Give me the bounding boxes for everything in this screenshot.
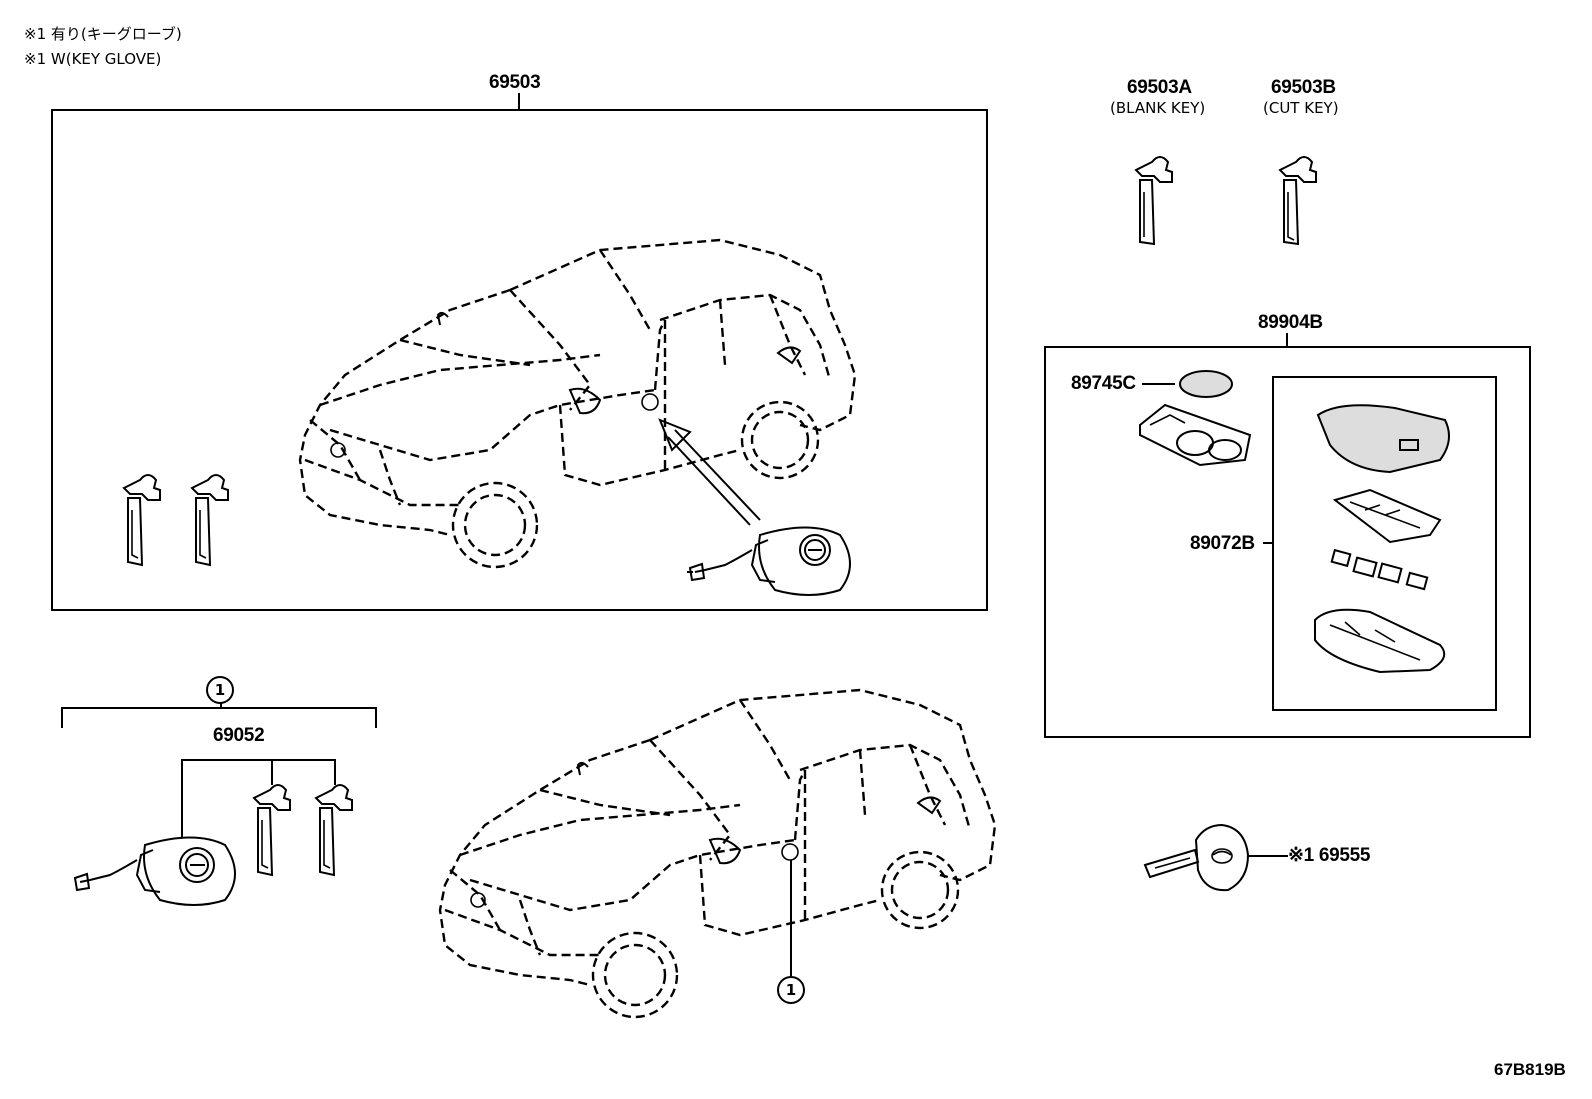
key-icon (252, 784, 291, 877)
note-line-en: ※1 W(KEY GLOVE) (24, 50, 162, 68)
part-label-89904b[interactable]: 89904B (1258, 312, 1323, 333)
key-icon (190, 474, 229, 567)
key-icon (314, 784, 353, 877)
remote-case-icon (1316, 404, 1450, 474)
key-icon (122, 474, 161, 567)
remote-case-icon (1332, 488, 1442, 544)
group-89904b-frame (1044, 333, 1531, 738)
part-label-69052[interactable]: 69052 (213, 725, 265, 746)
part-desc-cut-key: (CUT KEY) (1263, 99, 1339, 117)
gasket-plate-icon (1139, 403, 1252, 467)
part-label-69503b[interactable]: 69503B (1271, 77, 1336, 98)
part-label-69503a[interactable]: 69503A (1127, 77, 1192, 98)
group-69503-frame (51, 93, 988, 611)
key-icon (1278, 156, 1317, 246)
diagram-code: 67B819B (1494, 1060, 1566, 1079)
car-body-icon (438, 688, 997, 1019)
group-ref1-frame (61, 702, 377, 838)
part-label-69555[interactable]: ※1 69555 (1288, 845, 1371, 866)
key-glove-icon (1143, 823, 1288, 892)
lock-cylinder-icon (73, 836, 236, 906)
part-label-89072b[interactable]: 89072B (1190, 533, 1255, 554)
car-body-icon (298, 238, 857, 569)
part-desc-blank-key: (BLANK KEY) (1110, 99, 1206, 117)
note-line-jp: ※1 有り(キーグローブ) (24, 25, 182, 43)
part-label-69503[interactable]: 69503 (489, 72, 541, 93)
part-label-89745c[interactable]: 89745C (1071, 373, 1136, 394)
remote-button-icon (1330, 548, 1429, 591)
lock-cylinder-icon (687, 526, 851, 596)
arrow-to-door-lock (658, 418, 761, 526)
battery-cell-icon (1142, 370, 1233, 398)
remote-case-icon (1314, 608, 1446, 674)
callout-ref-1-car[interactable]: 1 (777, 976, 805, 1004)
key-icon (1134, 156, 1173, 246)
